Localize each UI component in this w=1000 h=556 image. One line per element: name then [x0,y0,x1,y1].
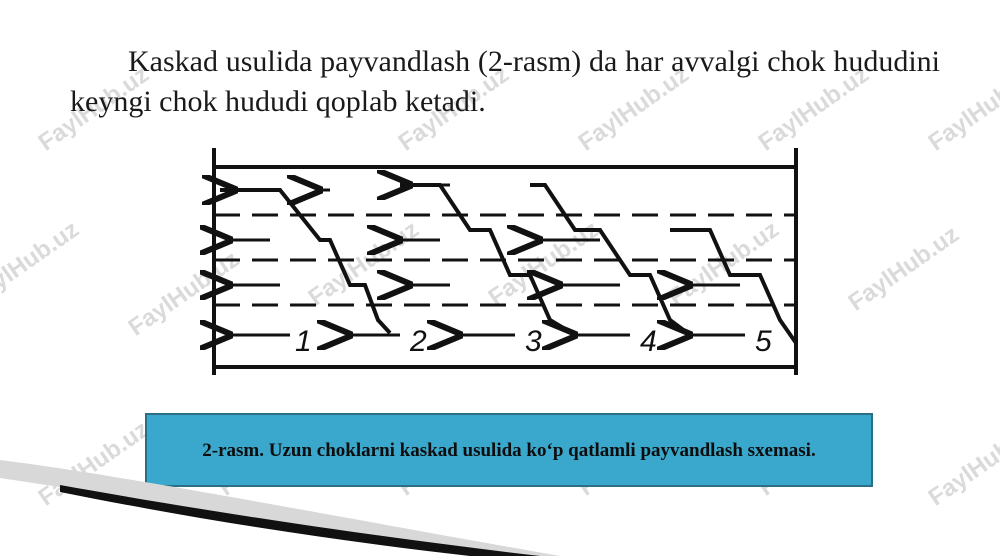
weld-pass-path [220,188,392,335]
section-label: 5 [755,325,772,358]
decorative-swoosh [0,460,560,556]
section-label: 4 [640,325,657,358]
weld-pass-path [530,183,692,337]
section-label: 1 [295,325,312,358]
figure-caption: 2-rasm. Uzun choklarni kaskad usulida ko… [202,439,816,461]
watermark: FaylHub.uz [0,215,84,312]
section-label: 3 [525,325,542,358]
weld-pass-path [400,183,577,337]
watermark: FaylHub.uz [843,220,964,317]
cascade-welding-diagram: 1 2 3 4 5 [200,145,810,385]
figure-caption-box: 2-rasm. Uzun choklarni kaskad usulida ko… [145,413,873,487]
body-paragraph: Kaskad usulida payvandlash (2-rasm) da h… [70,45,940,118]
section-label: 2 [409,325,427,358]
watermark: FaylHub.uz [923,415,1000,512]
diagram-svg: 1 2 3 4 5 [200,148,798,375]
weld-pass-path [670,228,798,345]
